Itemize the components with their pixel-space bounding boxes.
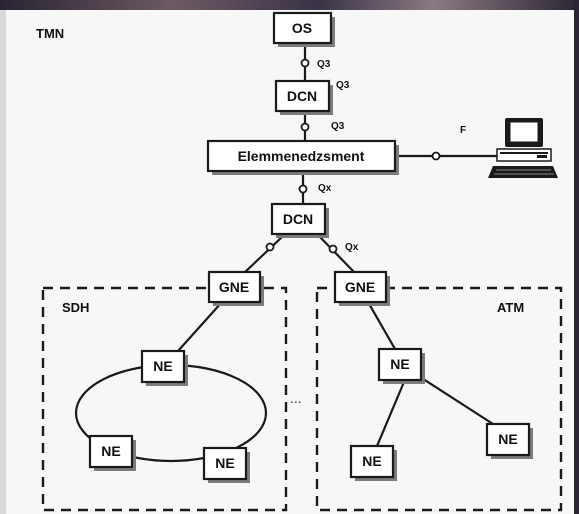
ne-atm-right-node[interactable]: NE <box>487 424 533 459</box>
atm-domain-label: ATM <box>497 300 524 315</box>
gne-sdh-node[interactable]: GNE <box>209 272 264 306</box>
port-q3-a <box>302 60 309 67</box>
link-gne-ne-sdh <box>178 302 222 351</box>
link-dcn-gne-sdh <box>244 237 282 273</box>
ne-sdh-left-node[interactable]: NE <box>90 436 136 471</box>
dcn-top-label: DCN <box>287 88 317 104</box>
dcn-bottom-label: DCN <box>283 211 313 227</box>
interface-label-qx-a: Qx <box>318 183 332 194</box>
interface-label-f: F <box>460 125 466 136</box>
interface-label-qx-b: Qx <box>345 242 359 253</box>
ne-atm-right-label: NE <box>498 431 517 447</box>
ne-atm-bottom-node[interactable]: NE <box>351 446 397 481</box>
computer-terminal-icon[interactable] <box>488 118 558 178</box>
sdh-domain-label: SDH <box>62 300 89 315</box>
link-ne-atm-right <box>417 375 493 424</box>
ne-sdh-top-node[interactable]: NE <box>142 351 188 386</box>
ne-sdh-left-label: NE <box>101 443 120 459</box>
gne-atm-label: GNE <box>345 279 375 295</box>
ne-atm-top-node[interactable]: NE <box>379 349 425 384</box>
interface-label-q3-a: Q3 <box>317 59 331 70</box>
dcn-top-node[interactable]: DCN <box>276 81 333 115</box>
ne-sdh-top-label: NE <box>153 358 172 374</box>
element-management-label: Elemmenedzsment <box>238 148 365 164</box>
gne-sdh-label: GNE <box>219 279 249 295</box>
link-ne-atm-bottom <box>377 382 404 446</box>
gne-atm-node[interactable]: GNE <box>335 272 390 306</box>
os-label: OS <box>292 20 312 36</box>
interface-label-q3-c: Q3 <box>331 121 345 132</box>
dcn-bottom-node[interactable]: DCN <box>272 204 329 238</box>
os-node[interactable]: OS <box>274 13 335 47</box>
port-qx-atm <box>330 246 337 253</box>
link-gne-ne-atm <box>368 302 395 349</box>
element-management-node[interactable]: Elemmenedzsment <box>208 141 399 175</box>
port-qx-a <box>300 186 307 193</box>
tmn-label: TMN <box>36 26 64 41</box>
ne-atm-top-label: NE <box>390 356 409 372</box>
port-q3-c <box>302 124 309 131</box>
interface-label-q3-b: Q3 <box>336 80 350 91</box>
ne-atm-bottom-label: NE <box>362 453 381 469</box>
domain-ellipsis: ... <box>290 390 302 406</box>
port-qx-sdh <box>267 244 274 251</box>
ne-sdh-right-node[interactable]: NE <box>204 448 250 483</box>
port-f <box>433 153 440 160</box>
ne-sdh-right-label: NE <box>215 455 234 471</box>
